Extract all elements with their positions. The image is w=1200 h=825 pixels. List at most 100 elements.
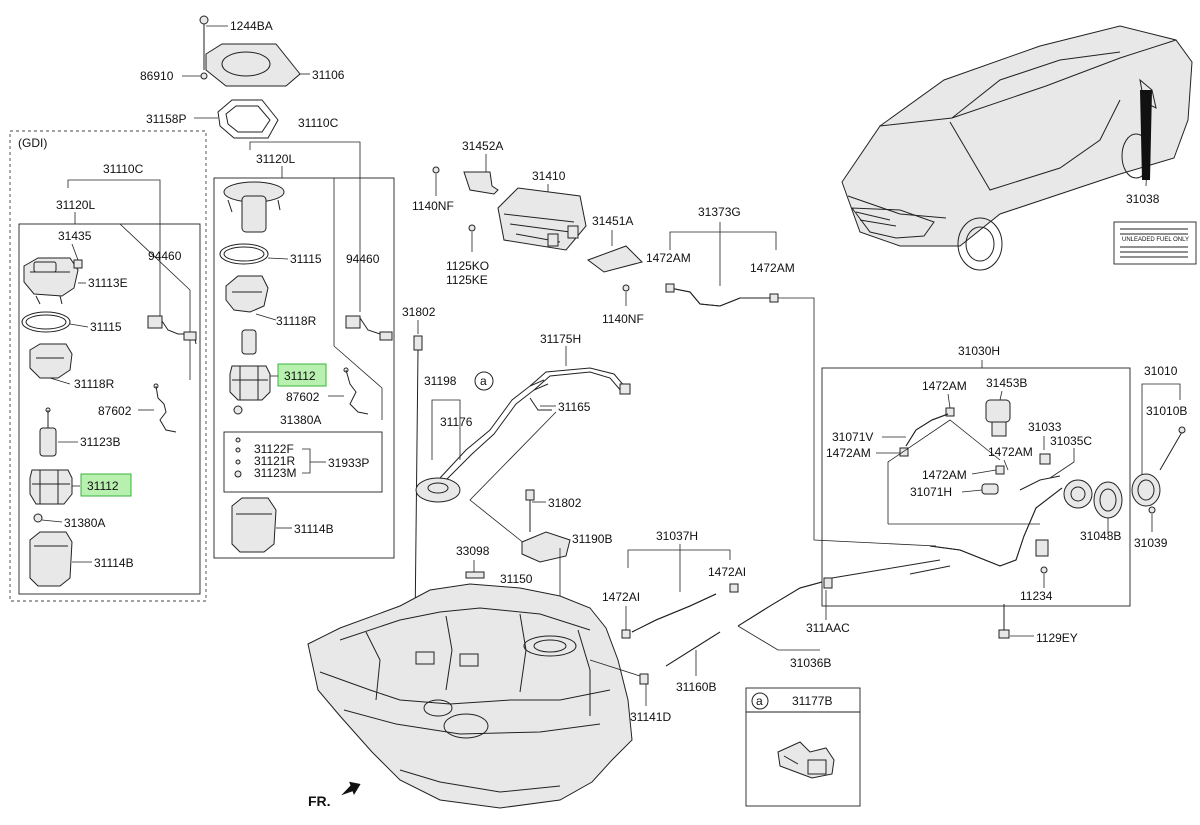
label-1125KO: 1125KO xyxy=(446,259,489,273)
lead-31380A-left xyxy=(41,519,63,523)
label-31048B: 31048B xyxy=(1080,529,1121,543)
lead-31118R-left xyxy=(49,377,71,385)
label-31380A-left: 31380A xyxy=(64,516,105,530)
gasket-left-icon xyxy=(21,311,71,333)
clamp-1472AM-c-icon xyxy=(945,407,955,417)
label-31198: 31198 xyxy=(424,374,457,388)
wire-87602-mid-icon xyxy=(343,367,369,415)
bracket-31190B-icon xyxy=(521,531,571,563)
label-1244BA: 1244BA xyxy=(230,19,273,33)
clamp-311AAC-icon xyxy=(823,577,833,589)
label-311AAC: 311AAC xyxy=(806,621,850,635)
filler-hose-icon xyxy=(909,565,951,575)
label-87602-mid: 87602 xyxy=(286,390,320,404)
clamp-1472AM-b-icon xyxy=(769,293,779,303)
gdi-dashed-frame xyxy=(9,130,207,602)
tube-31160B-outline-icon xyxy=(665,631,721,667)
fuel-label-text: UNLEADED FUEL ONLY xyxy=(1122,237,1189,243)
highlight-31112-mid[interactable]: 31112 xyxy=(277,363,327,387)
tube-31176-icon xyxy=(439,379,545,479)
flange-mid-icon xyxy=(223,181,285,233)
label-31802-a: 31802 xyxy=(402,305,436,319)
screw-31039-icon xyxy=(1148,506,1156,514)
clip-31165-icon xyxy=(529,397,552,411)
callout-a-letter: a xyxy=(480,374,487,388)
label-31123M: 31123M xyxy=(254,466,296,480)
label-31106: 31106 xyxy=(312,68,345,82)
clip-31175H-icon xyxy=(619,383,631,395)
seal-dot-2-icon xyxy=(235,447,241,453)
tether-31010B-icon xyxy=(1159,431,1183,471)
left-pump-assembly-box xyxy=(18,223,201,595)
label-31141D: 31141D xyxy=(630,710,671,724)
lead-tank-to-clamp xyxy=(589,659,641,677)
bolt-1125-icon xyxy=(468,224,476,232)
label-31035C: 31035C xyxy=(1050,434,1092,448)
bracket-seal-kit xyxy=(302,448,311,474)
reservoir-left-icon xyxy=(29,343,73,379)
label-1125KE: 1125KE xyxy=(446,273,488,287)
fuel-filter-mid-icon xyxy=(229,365,271,401)
gdi-label: (GDI) xyxy=(18,136,47,150)
canister-31114B-mid-icon xyxy=(231,497,277,553)
bolt-1140NF-b-icon xyxy=(622,284,630,292)
lead-mid-box-side xyxy=(333,178,383,420)
label-31410: 31410 xyxy=(532,169,566,183)
lead-31110C-left xyxy=(67,179,161,320)
vent-line-lead xyxy=(778,297,937,547)
bolt-86910-icon xyxy=(200,72,208,80)
label-31071V: 31071V xyxy=(832,430,873,444)
front-arrow-icon xyxy=(341,781,361,796)
hose-31373G-outline-icon xyxy=(669,287,770,307)
mid-pump-assembly-box xyxy=(213,177,395,559)
label-94460-left: 94460 xyxy=(148,249,182,263)
bolt-1129EY-icon xyxy=(998,604,1010,639)
label-31112-left: 31112 xyxy=(87,479,119,493)
label-1472AI-b: 1472AI xyxy=(708,565,746,579)
lead-31165-to-31190B xyxy=(469,411,557,549)
label-31110C-left: 31110C xyxy=(103,162,144,176)
bolt-1140NF-a-icon xyxy=(432,166,440,174)
label-31120L-left: 31120L xyxy=(56,198,95,212)
lead-1472AM-f xyxy=(1003,459,1009,471)
bracket-31373G xyxy=(669,231,777,250)
label-31038: 31038 xyxy=(1126,192,1160,206)
lead-31110C-mid xyxy=(249,141,361,312)
valve-31453B-icon xyxy=(985,399,1011,437)
seal-dot-3-icon xyxy=(235,459,241,465)
hose-31071V-icon xyxy=(905,413,949,447)
clamp-1472AI-b-icon xyxy=(729,583,739,593)
lead-31071H xyxy=(961,489,983,493)
seal-kit-box xyxy=(223,431,383,493)
inset-marker-circle xyxy=(751,692,769,710)
label-31010B: 31010B xyxy=(1146,404,1187,418)
bracket-vent-valve xyxy=(887,419,1001,524)
label-31010: 31010 xyxy=(1144,364,1178,378)
label-31114B-left: 31114B xyxy=(94,556,134,570)
label-31933P: 31933P xyxy=(328,456,369,470)
filler-neck-box xyxy=(821,367,1131,607)
label-1472AI-a: 1472AI xyxy=(602,590,640,604)
gasket-left-inner-icon xyxy=(25,314,67,330)
hose-31071V-outline-icon xyxy=(905,413,949,447)
clamp-31141D-icon xyxy=(639,673,649,685)
fuel-tank-31150-icon xyxy=(307,583,633,809)
clamp-1472AM-a-icon xyxy=(665,283,675,293)
label-86910: 86910 xyxy=(140,69,174,83)
label-1140NF-a: 1140NF xyxy=(412,199,454,213)
gasket-mid-inner-icon xyxy=(223,246,265,262)
label-1129EY: 1129EY xyxy=(1036,631,1078,645)
seal-dot-4-icon xyxy=(234,470,242,478)
label-31150: 31150 xyxy=(500,572,533,586)
sender-unit-mid-icon xyxy=(345,315,393,341)
fuel-label-lines-icon xyxy=(1120,228,1188,258)
pump-motor-mid-icon xyxy=(241,329,257,355)
screw-11234-icon xyxy=(1040,566,1048,574)
clip-31380A-mid-icon xyxy=(233,405,243,415)
inset-box-31177B xyxy=(745,687,861,807)
highlight-31112-left[interactable]: 31112 xyxy=(80,473,132,497)
bolt-1244BA-icon xyxy=(199,15,209,70)
label-31030H: 31030H xyxy=(958,344,1000,358)
lead-31010 xyxy=(1141,383,1181,480)
